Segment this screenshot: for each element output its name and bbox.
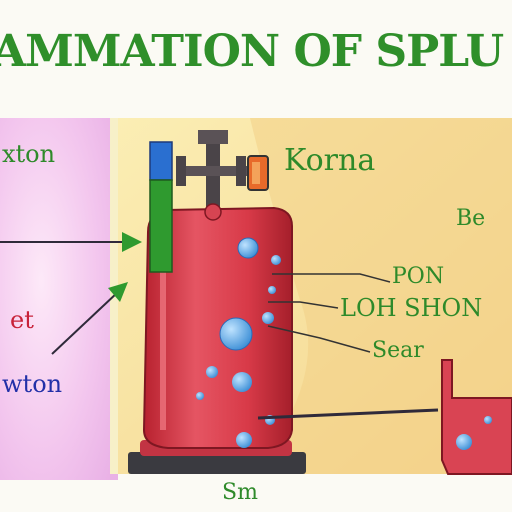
bubble (262, 312, 274, 324)
bubble (206, 366, 218, 378)
label-pointer-2: LOH SHON (340, 294, 483, 322)
bubble (484, 416, 492, 424)
label-pointer-3: Sear (372, 338, 424, 363)
bubble (232, 372, 252, 392)
bubble (196, 392, 204, 400)
bubble (268, 286, 276, 294)
bubble (456, 434, 472, 450)
bubble (271, 255, 281, 265)
bubble (236, 432, 252, 448)
inlet-tube-blue (149, 141, 173, 181)
label-right-top: Korna (284, 143, 376, 178)
tank-highlight (160, 236, 166, 430)
arrow-inlet-head (122, 232, 142, 252)
valve-right-cap (236, 156, 246, 186)
label-left-top: xton (2, 140, 56, 168)
gauge-face (252, 162, 260, 184)
outlet-pipe (257, 408, 439, 420)
inlet-tube-green (149, 179, 173, 273)
bubble (219, 317, 253, 351)
arrow-diagonal (51, 291, 119, 355)
valve-top (198, 130, 228, 144)
valve-crossbar (176, 166, 250, 176)
label-left-bottom: wton (2, 370, 63, 398)
label-bottom: Sm (222, 480, 258, 505)
arrow-diagonal-head (108, 282, 128, 302)
label-pointer-1: PON (392, 264, 445, 289)
tank-stand (128, 452, 306, 474)
label-right-edge: Be (456, 206, 486, 231)
label-left-mid: et (10, 306, 34, 334)
pointer-line-2 (268, 301, 339, 309)
left-panel (0, 118, 118, 480)
diagram-title: AMMATION OF SPLU (0, 26, 504, 77)
valve-knob (204, 203, 222, 221)
pointer-line-1 (272, 273, 391, 283)
bubble (237, 237, 259, 259)
valve-left-cap (176, 156, 186, 186)
pointer-line-3 (267, 325, 371, 353)
